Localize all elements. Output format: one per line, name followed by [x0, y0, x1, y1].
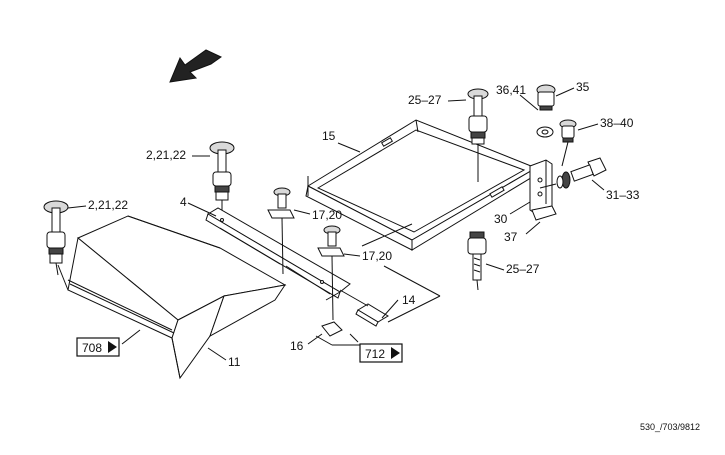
label-30: 30 [494, 212, 508, 226]
leader-lines [67, 87, 605, 361]
label-38-40: 38–40 [600, 116, 634, 130]
label-15: 15 [322, 129, 336, 143]
mount-25-27-upper [467, 88, 489, 182]
bolt-17-20-lower [317, 225, 345, 321]
arrow-right-icon [108, 341, 117, 353]
cap-nut-part-35 [536, 84, 556, 111]
mount-25-27-lower [467, 231, 487, 291]
angle-bracket-part-30 [529, 159, 557, 221]
clip-part-16 [315, 321, 360, 346]
rail-part-4 [205, 207, 351, 301]
label-14: 14 [402, 293, 416, 307]
label-31-33: 31–33 [606, 188, 640, 202]
document-code: 530_/703/9812 [640, 422, 700, 432]
direction-arrow-icon [169, 49, 222, 83]
reference-box-712[interactable]: 712 [359, 343, 403, 363]
label-2-21-22-center: 2,21,22 [146, 148, 186, 162]
label-37: 37 [504, 230, 518, 244]
washer-part-36-41 [536, 126, 554, 138]
label-16: 16 [290, 339, 304, 353]
part-labels: 2,21,22 2,21,22 4 15 17,20 17,20 25–27 2… [88, 80, 640, 369]
label-11: 11 [228, 355, 241, 369]
arrow-right-icon [391, 347, 400, 359]
bolt-assembly-center [209, 141, 235, 210]
label-25-27-lower: 25–27 [506, 262, 540, 276]
label-17-20-lower: 17,20 [362, 249, 392, 263]
bolt-assembly-left [43, 200, 69, 276]
bolt-part-38-40 [559, 119, 577, 167]
bracket-part-14 [339, 265, 441, 327]
label-35: 35 [576, 80, 590, 94]
tray-frame-part-15 [305, 119, 538, 251]
reference-712-label: 712 [365, 347, 385, 361]
label-2-21-22-left: 2,21,22 [88, 198, 128, 212]
bolt-part-31-33 [539, 157, 607, 189]
cover-part-11 [57, 215, 287, 380]
label-17-20-upper: 17,20 [312, 208, 342, 222]
bolt-17-20-upper [267, 187, 295, 275]
label-36-41: 36,41 [496, 83, 526, 97]
reference-box-708[interactable]: 708 [76, 337, 120, 357]
label-25-27-upper: 25–27 [408, 93, 442, 107]
label-4: 4 [180, 195, 187, 209]
reference-708-label: 708 [82, 341, 102, 355]
